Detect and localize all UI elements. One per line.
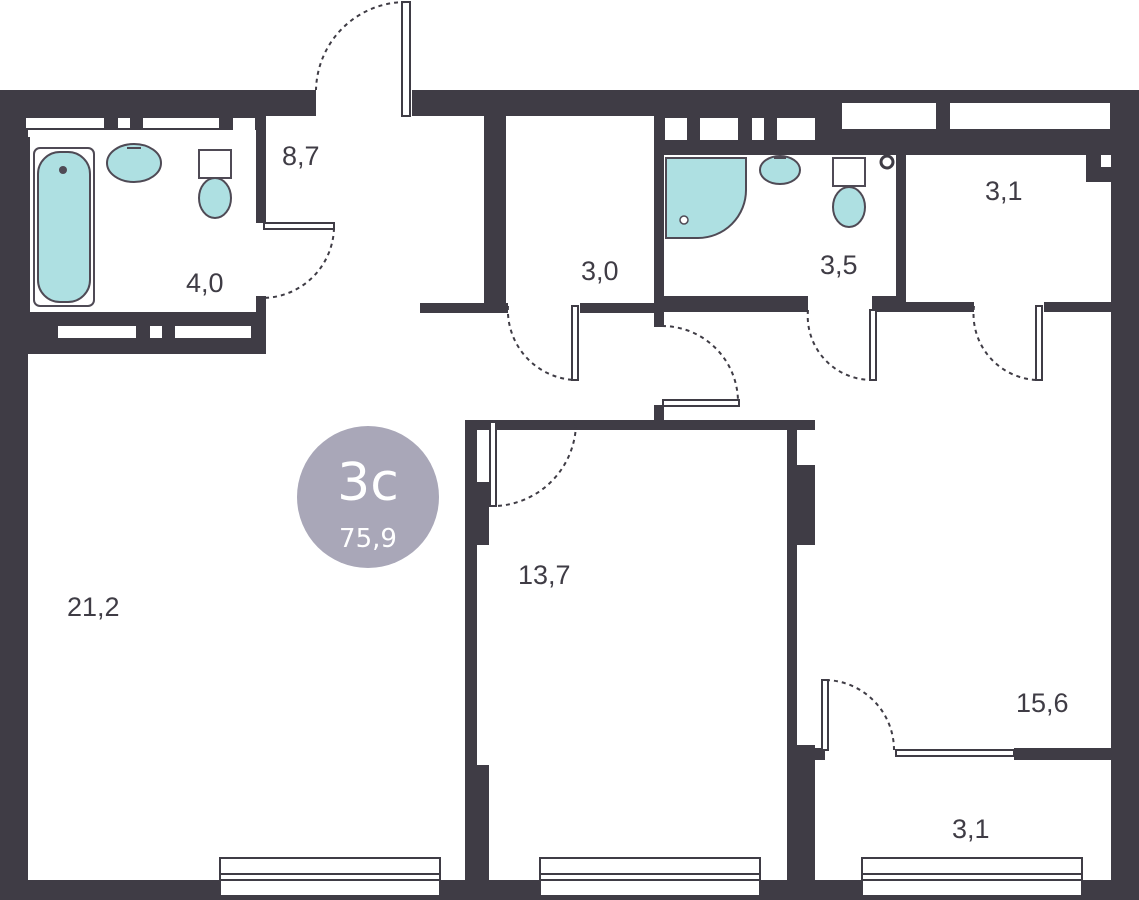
wall-closet-bottom-left xyxy=(876,302,974,312)
window-opening xyxy=(150,326,162,338)
window-opening xyxy=(118,118,130,128)
entrance-door-swing xyxy=(315,1,407,91)
window-opening xyxy=(842,103,936,129)
wall-hall-stub-2 xyxy=(654,405,664,425)
wall-hall-stub xyxy=(654,313,664,327)
wall-gap xyxy=(797,545,815,745)
room-area-storage: 3,0 xyxy=(581,256,619,286)
door-gap xyxy=(797,430,815,465)
wall-bath-right-upper xyxy=(256,113,266,223)
window-opening xyxy=(700,118,738,140)
room-area-hall: 8,7 xyxy=(282,141,320,171)
window-opening xyxy=(175,326,251,338)
window-opening xyxy=(665,118,687,140)
entrance-door-leaf xyxy=(401,1,411,117)
wall-shower-bottom xyxy=(664,296,808,312)
window-opening xyxy=(143,118,219,128)
closet-door-leaf xyxy=(1035,305,1043,381)
room-area-living: 21,2 xyxy=(67,592,120,622)
bathroom-door-leaf xyxy=(263,222,335,230)
hall-door-swing xyxy=(661,325,739,403)
sink-icon xyxy=(759,155,801,185)
window-opening xyxy=(950,103,1110,129)
room-area-shower-room: 3,5 xyxy=(820,250,858,280)
window-opening xyxy=(1101,155,1111,167)
balcony-door-leaf xyxy=(821,679,829,751)
badge-circle xyxy=(297,426,439,568)
bedroom-2-floor xyxy=(815,312,1111,748)
wall-storage-bottom-right xyxy=(580,303,662,313)
wall-left xyxy=(0,90,28,900)
balcony-floor xyxy=(825,760,1111,856)
wall-storage-bottom-left xyxy=(420,303,508,313)
apartment-type: 3с xyxy=(337,453,399,513)
room-area-balcony: 3,1 xyxy=(952,814,990,844)
window xyxy=(861,857,1083,897)
balcony-window xyxy=(895,749,1015,757)
apartment-total-area: 75,9 xyxy=(339,524,397,554)
window-opening xyxy=(58,326,136,338)
bedroom-door-leaf xyxy=(489,421,497,507)
toilet-icon xyxy=(832,157,866,228)
wall-gap xyxy=(477,545,489,765)
wall-storage-left xyxy=(484,113,508,303)
window-opening xyxy=(26,118,104,128)
room-area-bedroom-2: 15,6 xyxy=(1016,688,1069,718)
apartment-badge: 3с 75,9 xyxy=(297,426,439,568)
window xyxy=(539,857,761,897)
wall-balcony-right xyxy=(1014,748,1111,760)
window-opening xyxy=(752,118,764,140)
wall-openings xyxy=(26,103,1111,880)
storage-floor xyxy=(506,116,654,303)
shower-door-leaf xyxy=(869,309,877,381)
wall-bedroom-top xyxy=(465,420,797,430)
wall-balcony-left xyxy=(797,748,825,760)
wall-bath-left xyxy=(28,137,30,312)
door-gap xyxy=(477,430,489,482)
wall-closet-bottom-right xyxy=(1044,302,1111,312)
room-area-bathroom: 4,0 xyxy=(186,268,224,298)
window-opening xyxy=(777,118,815,140)
wall-top-left xyxy=(0,90,316,116)
wall-storage-right xyxy=(654,113,664,313)
window xyxy=(219,857,441,897)
room-labels: 8,7 4,0 3,0 3,5 3,1 21,2 13,7 15,6 3,1 xyxy=(67,141,1069,844)
toilet-icon xyxy=(198,149,232,219)
wall-right xyxy=(1111,90,1139,900)
hall-door-leaf xyxy=(662,399,740,407)
closet-floor-2 xyxy=(906,182,1111,302)
room-area-bedroom: 13,7 xyxy=(518,560,571,590)
sink-icon xyxy=(106,143,162,183)
bedroom-floor xyxy=(489,430,787,880)
riser-icon xyxy=(879,154,895,170)
storage-door-swing xyxy=(506,305,577,381)
bedroom-door-swing xyxy=(495,423,577,507)
doors xyxy=(261,1,1043,757)
fixtures xyxy=(33,143,895,307)
bathroom-door-swing xyxy=(261,227,335,299)
bathtub-icon xyxy=(33,147,95,307)
wall-shower-right xyxy=(896,150,906,302)
bottom-windows xyxy=(219,857,1083,897)
shower-icon xyxy=(665,157,747,239)
room-area-closet: 3,1 xyxy=(985,176,1023,206)
storage-door-leaf xyxy=(571,305,579,381)
